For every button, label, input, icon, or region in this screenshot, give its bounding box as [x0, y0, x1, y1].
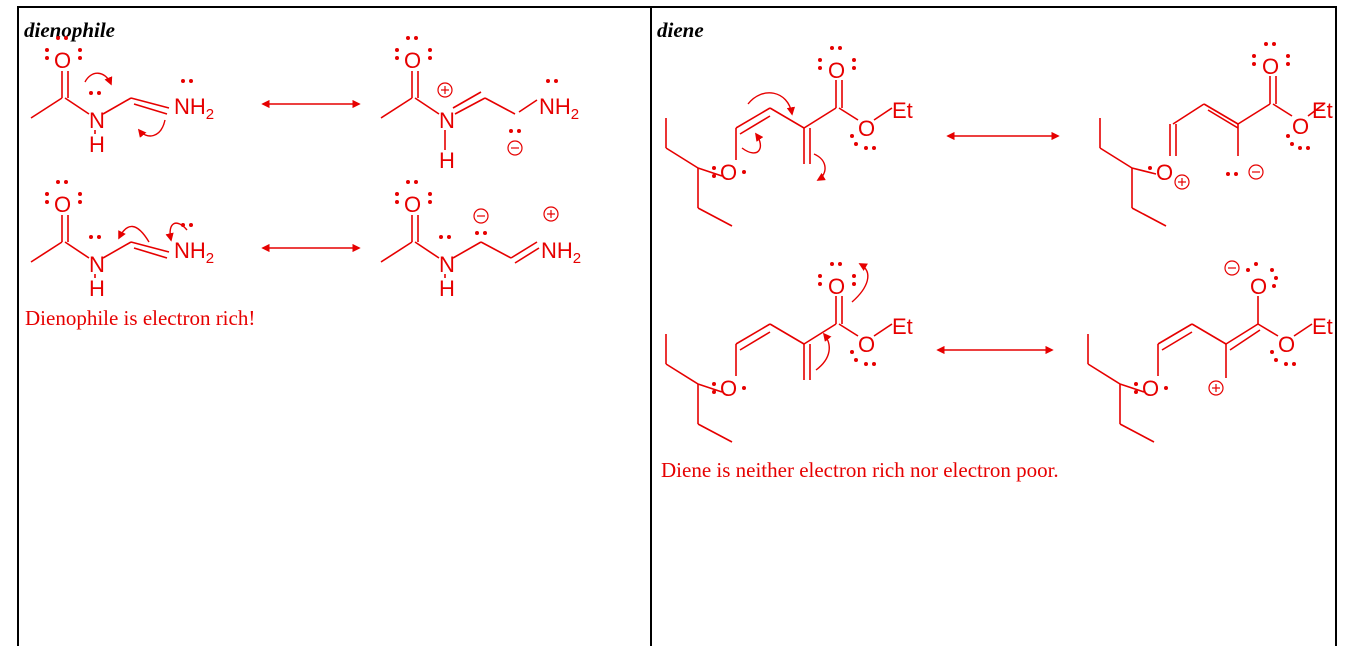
ester-carbonyl-oxygen: O: [828, 58, 845, 83]
ester-oxygen-4: O: [1278, 332, 1295, 357]
ethyl-group-4: Et: [1312, 314, 1333, 339]
ethyl-group: Et: [892, 98, 913, 123]
ester-oxygen-3: O: [858, 332, 875, 357]
ether-oxygen: O: [720, 160, 737, 185]
ether-oxygen-4: O: [1142, 376, 1159, 401]
diene-structure-3: O O Et O: [665, 262, 913, 443]
ester-carbonyl-oxygen-3: O: [828, 274, 845, 299]
amide-nitrogen-4: N: [439, 252, 455, 277]
carbonyl-oxygen-2: O: [404, 48, 421, 73]
iminium-nitrogen: N: [439, 108, 455, 133]
enamide-structure-3: O N H NH2: [30, 180, 214, 301]
iminium-hydrogen: H: [439, 148, 455, 173]
amine-group-2: NH2: [539, 94, 579, 123]
enamide-structure-2: O N H NH2: [380, 36, 579, 173]
carbanion-negative-charge: [1248, 164, 1264, 180]
dienophile-caption: Dienophile is electron rich!: [25, 306, 256, 330]
dienophile-resonance-diagram: O N H NH2 O N H: [30, 36, 581, 301]
enamide-structure-4: O N H NH2: [380, 180, 581, 301]
dienophile-panel: dienophile Dienophile is electron rich! …: [17, 6, 650, 646]
amine-group: NH2: [174, 94, 214, 123]
positive-charge: [437, 82, 453, 98]
diene-structure-1: O O Et O: [665, 46, 913, 227]
diene-structure-2: O O Et O: [1099, 42, 1333, 227]
oxonium-oxygen: O: [1156, 160, 1173, 185]
negative-charge-2: [473, 208, 489, 224]
ethyl-group-3: Et: [892, 314, 913, 339]
enolate-oxygen: O: [1250, 274, 1267, 299]
amide-nitrogen-3: N: [89, 252, 105, 277]
ammonium-group: NH2: [541, 238, 581, 267]
diene-panel: diene Diene is neither electron rich nor…: [650, 6, 1337, 646]
carbonyl-oxygen-3: O: [54, 192, 71, 217]
diene-resonance-diagram: O O Et O: [665, 42, 1333, 443]
amide-hydrogen-4: H: [439, 276, 455, 301]
amide-hydrogen: H: [89, 132, 105, 157]
ester-carbonyl-oxygen-2: O: [1262, 54, 1279, 79]
amine-group-3: NH2: [174, 238, 214, 267]
ester-oxygen-2: O: [1292, 114, 1309, 139]
ether-oxygen-3: O: [720, 376, 737, 401]
amide-hydrogen-3: H: [89, 276, 105, 301]
dienophile-title: dienophile: [24, 18, 116, 42]
diene-structure-4: O O Et O: [1087, 260, 1333, 443]
oxonium-positive-charge: [1174, 174, 1190, 190]
carbonyl-oxygen-4: O: [404, 192, 421, 217]
ethyl-group-2: Et: [1312, 98, 1333, 123]
diene-title: diene: [657, 18, 704, 42]
positive-charge-2: [543, 206, 559, 222]
ester-oxygen: O: [858, 116, 875, 141]
negative-charge: [507, 140, 523, 156]
carbocation-positive-charge: [1208, 380, 1224, 396]
amide-nitrogen: N: [89, 108, 105, 133]
enamide-structure-1: O N H NH2: [30, 36, 214, 157]
enolate-negative-charge: [1224, 260, 1240, 276]
diene-caption: Diene is neither electron rich nor elect…: [661, 458, 1059, 482]
carbonyl-oxygen: O: [54, 48, 71, 73]
